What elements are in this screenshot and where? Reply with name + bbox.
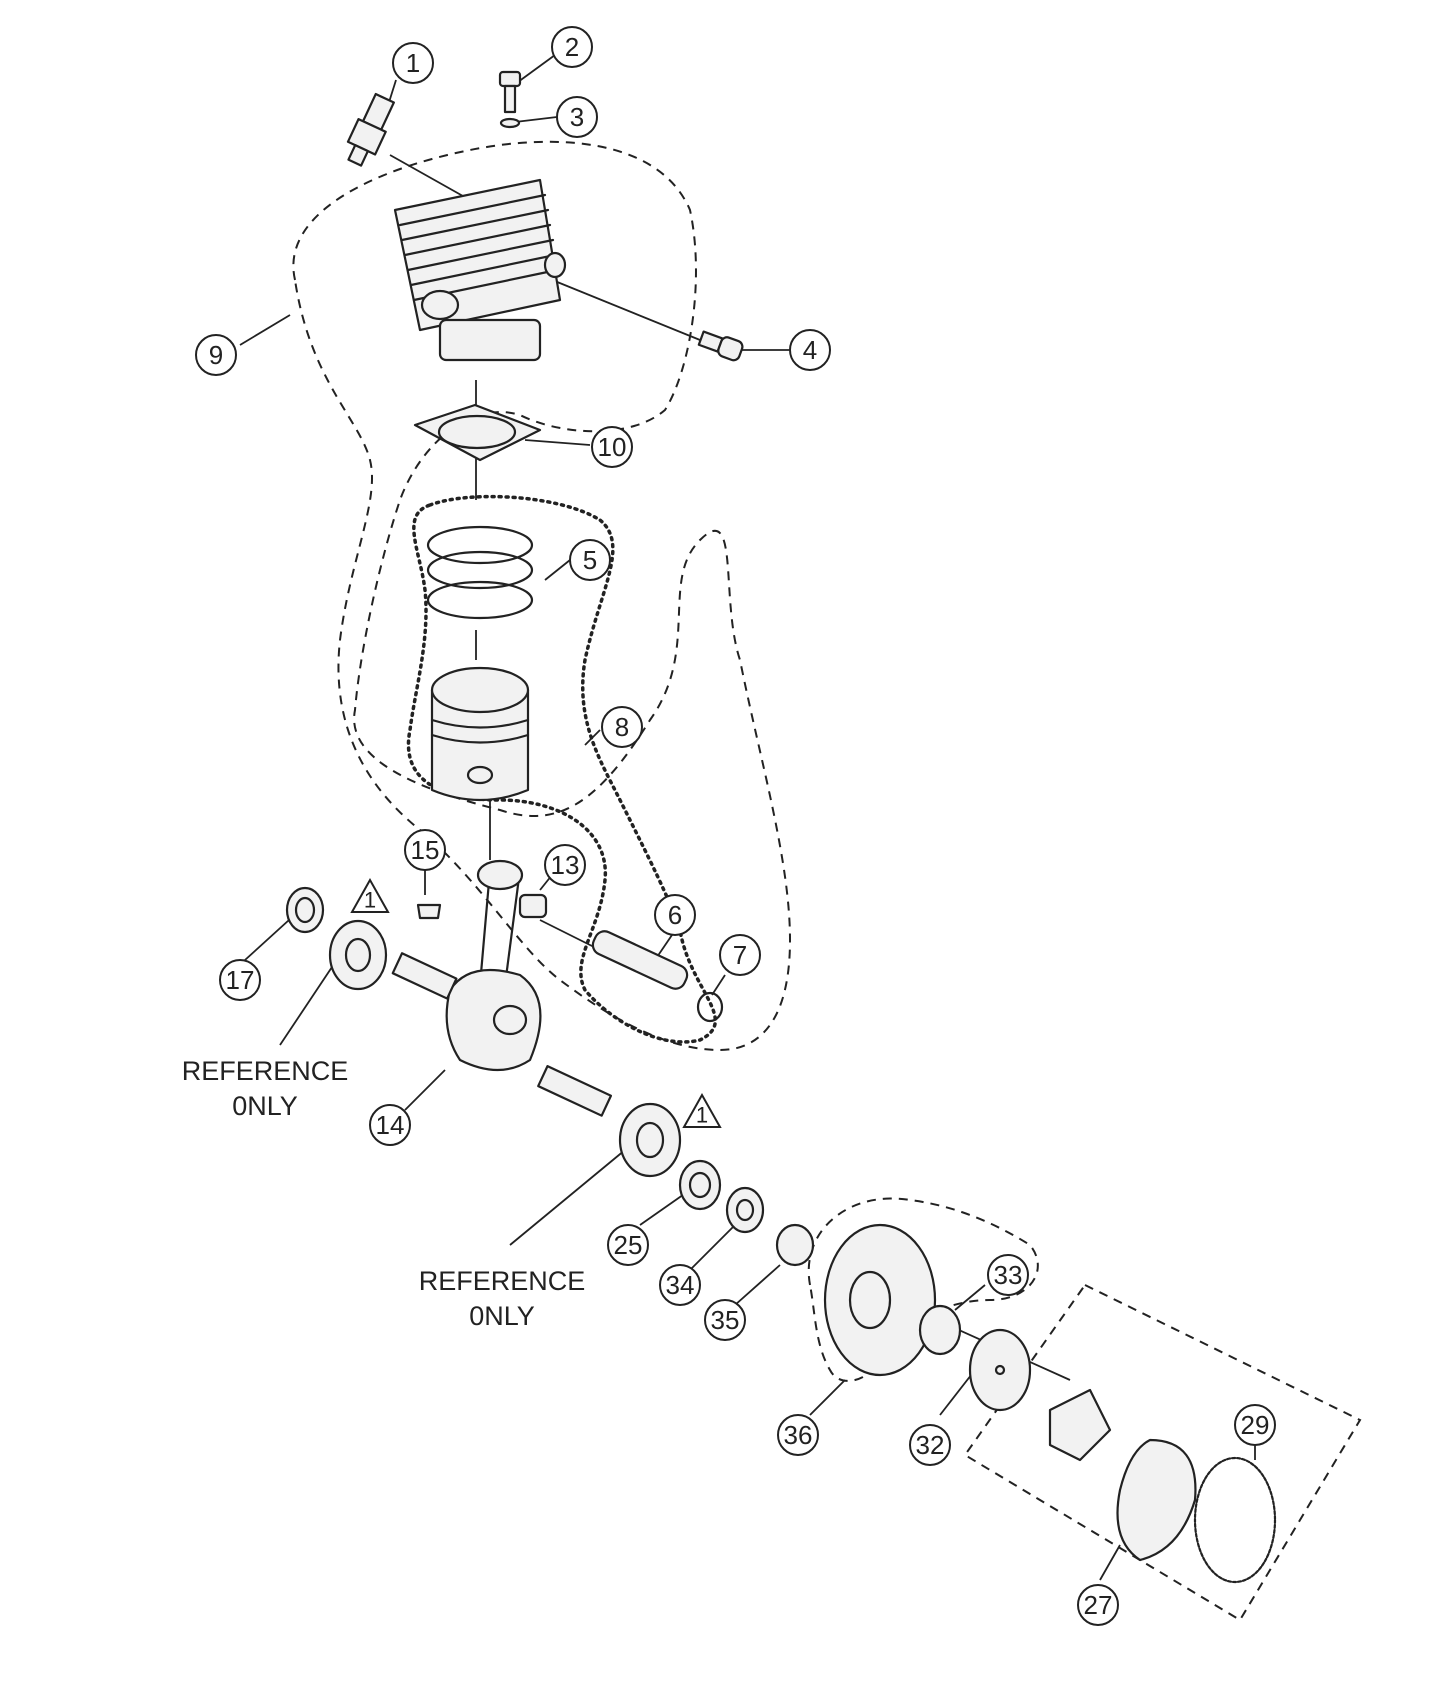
callout-4: 4 — [789, 329, 831, 371]
leader-10 — [524, 439, 591, 446]
callout-35: 35 — [704, 1299, 746, 1341]
callout-32-label: 32 — [916, 1430, 945, 1460]
piston-pin-icon — [591, 930, 689, 990]
leader-9 — [239, 314, 291, 346]
leader-2 — [517, 54, 556, 83]
cylinder-icon — [393, 178, 567, 362]
callout-34: 34 — [659, 1264, 701, 1306]
reference-note-left-line1: REFERENCE — [182, 1056, 349, 1086]
callout-5-label: 5 — [583, 545, 597, 575]
oil-seal-left-icon — [285, 886, 325, 934]
leader-8 — [584, 729, 601, 746]
reference-note-left-line2: 0NLY — [232, 1091, 298, 1121]
piston-rings-icon — [426, 525, 534, 620]
callout-4-label: 4 — [803, 335, 817, 365]
leader-27 — [1099, 1544, 1121, 1581]
callout-1: 1 — [392, 42, 434, 84]
callout-27: 27 — [1077, 1584, 1119, 1626]
leader-35 — [734, 1264, 781, 1306]
warning-triangle-left: 1 — [350, 877, 390, 913]
callout-13: 13 — [544, 844, 586, 886]
callout-14: 14 — [369, 1104, 411, 1146]
needle-cage-icon — [918, 1304, 962, 1356]
warning-triangle-right: 1 — [682, 1092, 722, 1128]
callout-32: 32 — [909, 1424, 951, 1466]
callout-35-label: 35 — [711, 1305, 740, 1335]
callout-33-label: 33 — [994, 1260, 1023, 1290]
bolt-icon — [498, 70, 522, 129]
leader-4b — [539, 274, 701, 341]
thrust-washer-icon — [968, 1328, 1032, 1412]
piston-icon — [430, 666, 530, 802]
callout-34-label: 34 — [666, 1270, 695, 1300]
callout-2-label: 2 — [565, 32, 579, 62]
clutch-icon — [1048, 1388, 1197, 1562]
callout-8: 8 — [601, 706, 643, 748]
decompression-valve-icon — [697, 330, 744, 362]
leader-36 — [809, 1379, 846, 1416]
callout-8-label: 8 — [615, 712, 629, 742]
leader-7 — [711, 974, 726, 996]
leader-ref-left — [279, 954, 341, 1046]
callout-36-label: 36 — [784, 1420, 813, 1450]
leader-1b — [389, 154, 471, 201]
bearing-left-icon — [328, 919, 388, 991]
callout-9-label: 9 — [209, 340, 223, 370]
callout-6-label: 6 — [668, 900, 682, 930]
callout-6: 6 — [654, 894, 696, 936]
callout-27-label: 27 — [1084, 1590, 1113, 1620]
leader-ref-right — [509, 1149, 626, 1246]
circlip-icon — [696, 991, 724, 1023]
callout-13-label: 13 — [551, 850, 580, 880]
callout-10-label: 10 — [598, 432, 627, 462]
bearing-right-icon — [618, 1102, 682, 1178]
leader-3 — [514, 116, 558, 123]
callout-25: 25 — [607, 1224, 649, 1266]
callout-29-label: 29 — [1241, 1410, 1270, 1440]
leader-34 — [689, 1224, 736, 1271]
callout-5: 5 — [569, 539, 611, 581]
callout-7: 7 — [719, 934, 761, 976]
needle-bearing-icon — [518, 893, 548, 919]
callout-25-label: 25 — [614, 1230, 643, 1260]
callout-7-label: 7 — [733, 940, 747, 970]
callout-1-label: 1 — [406, 48, 420, 78]
callout-10: 10 — [591, 426, 633, 468]
warning-number-right: 1 — [696, 1103, 708, 1128]
reference-note-right-line2: 0NLY — [469, 1301, 535, 1331]
leader-33 — [954, 1284, 986, 1311]
assembly-36-boundary — [807, 1197, 1039, 1382]
reference-note-right-line1: REFERENCE — [419, 1266, 586, 1296]
callout-36: 36 — [777, 1414, 819, 1456]
leader-32 — [939, 1369, 976, 1416]
warning-number-left: 1 — [364, 888, 376, 913]
clutch-spring-icon — [1193, 1456, 1277, 1584]
callout-15-label: 15 — [411, 835, 440, 865]
spark-plug-icon — [346, 92, 395, 167]
callout-3: 3 — [556, 96, 598, 138]
oil-seal-right-icon — [678, 1159, 722, 1211]
assembly-8-boundary — [406, 494, 717, 1044]
leader-14 — [404, 1069, 446, 1111]
callout-15: 15 — [404, 829, 446, 871]
key-icon — [416, 903, 442, 920]
callout-33: 33 — [987, 1254, 1029, 1296]
washer-icon — [725, 1186, 765, 1234]
callout-29: 29 — [1234, 1404, 1276, 1446]
callout-3-label: 3 — [570, 102, 584, 132]
callout-17: 17 — [219, 959, 261, 1001]
callout-17-label: 17 — [226, 965, 255, 995]
leader-5 — [544, 559, 571, 581]
clutch-drum-icon — [823, 1223, 937, 1377]
gasket-icon — [413, 403, 542, 462]
callout-9: 9 — [195, 334, 237, 376]
bushing-icon — [775, 1223, 815, 1267]
callout-2: 2 — [551, 26, 593, 68]
crankshaft-icon — [391, 859, 613, 1117]
callout-14-label: 14 — [376, 1110, 405, 1140]
